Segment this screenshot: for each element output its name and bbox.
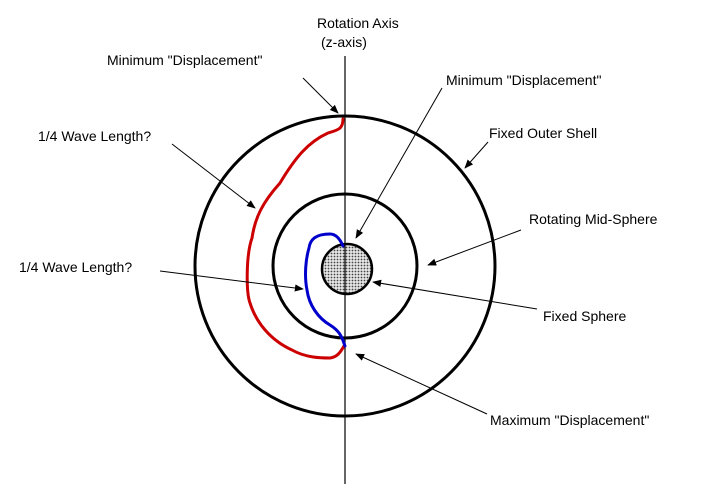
label-quarter-wave-outer: 1/4 Wave Length? [38,128,151,144]
label-fixed-sphere: Fixed Sphere [543,308,626,324]
pointer-quarter-wave-outer [171,143,256,209]
pointer-max-displacement [355,353,488,415]
outer-wave-curve [245,117,346,360]
label-z-axis: (z-axis) [321,34,367,50]
pointer-fixed-outer-shell [464,141,489,169]
label-quarter-wave-inner: 1/4 Wave Length? [19,259,132,275]
pointer-lines [159,77,538,415]
label-max-displacement: Maximum "Displacement" [490,412,649,428]
label-rotating-mid-sphere: Rotating Mid-Sphere [529,211,658,227]
pointer-min-displacement-left [302,77,339,114]
label-fixed-outer-shell: Fixed Outer Shell [489,125,597,141]
rotating-mid-sphere-circle [271,192,419,340]
inner-wave-curve [304,232,347,348]
fixed-outer-shell-circle [193,114,497,418]
label-rotation-axis: Rotation Axis [317,15,399,31]
pointer-fixed-sphere [372,279,538,310]
pointer-rotating-mid-sphere [427,229,522,266]
label-min-displacement-right: Minimum "Displacement" [446,72,601,88]
pointer-quarter-wave-inner [159,270,304,292]
fixed-sphere-core [320,242,374,296]
label-min-displacement-left: Minimum "Displacement" [107,52,262,68]
pointer-min-displacement-right [355,87,443,239]
